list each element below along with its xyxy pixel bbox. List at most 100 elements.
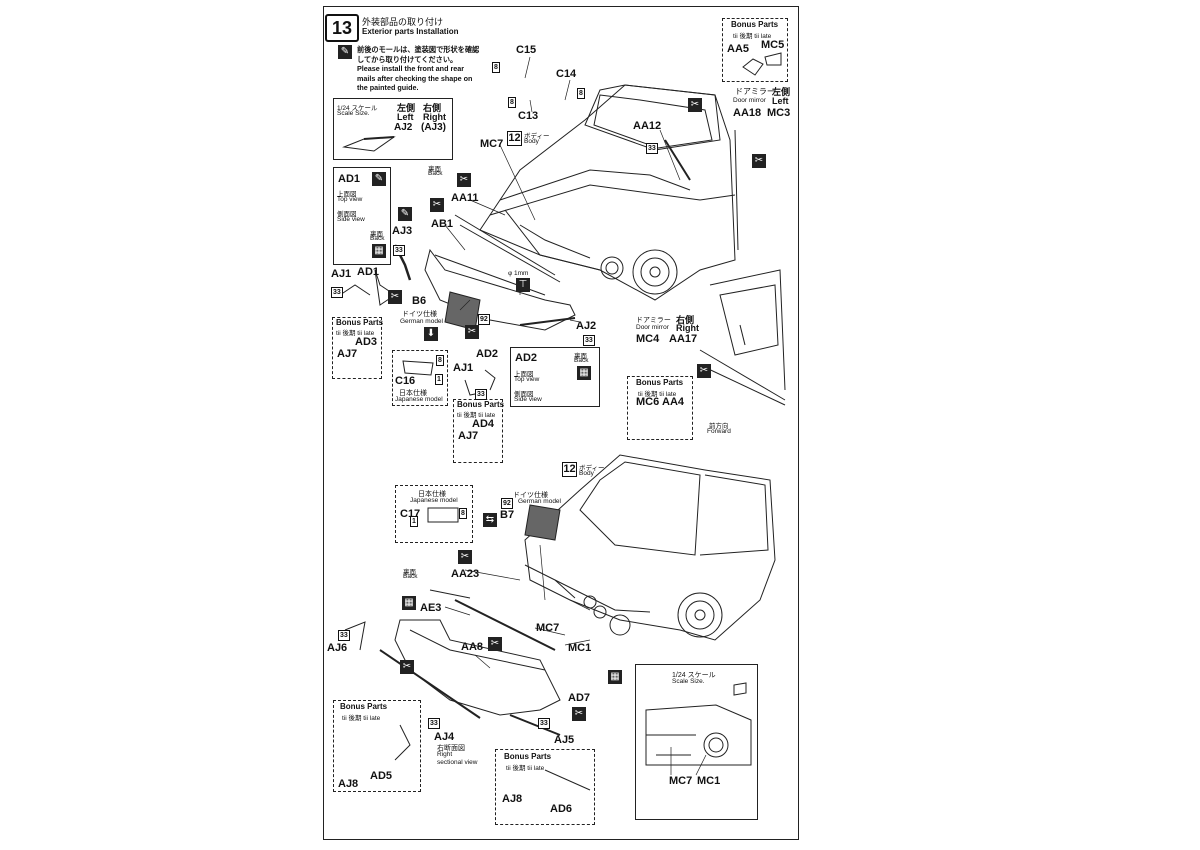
part-aj4: AJ4 xyxy=(434,731,455,743)
part-aa8: AA8 xyxy=(461,641,484,653)
mirror-left-side-en: Left xyxy=(772,96,789,106)
bonus-sub: tii 後期 tii late xyxy=(733,33,772,40)
side-car-drawing xyxy=(699,269,786,406)
glue-icon: ✂ xyxy=(388,290,402,304)
rear-japan-jp: 日本仕様 xyxy=(418,491,446,498)
mirror-right-side-jp: 右側 xyxy=(676,315,695,325)
bonus-mr-sub: tii 後期 tii late xyxy=(638,391,677,398)
mirror-left-side-jp: 左側 xyxy=(772,87,791,97)
bonus-box-ad3: Bonus Parts tii 後期 tii late AD3 AJ7 xyxy=(332,317,384,379)
rear-body-en: Body xyxy=(579,470,594,477)
part-aj3: AJ3 xyxy=(392,225,413,237)
rear-german-en: German model xyxy=(518,498,561,505)
paint-number: 33 xyxy=(338,630,350,641)
bonus-mr-title: Bonus Parts xyxy=(636,378,684,387)
mirror-right-jp: ドアミラー xyxy=(636,317,671,324)
bonus-ad6-sub: tii 後期 tii late xyxy=(506,765,545,772)
german-jp: ドイツ仕様 xyxy=(402,311,437,318)
part-aj8: AJ8 xyxy=(338,778,359,790)
mirror-left-en: Door mirror xyxy=(733,97,766,104)
b7-plate xyxy=(524,504,561,541)
ad1-side-en: Side view xyxy=(337,216,365,223)
part-mc3: MC3 xyxy=(767,107,791,119)
german-en: German model xyxy=(400,318,443,325)
part-aa5: AA5 xyxy=(727,43,750,55)
ad2-back-en: Back xyxy=(574,357,589,364)
ad2-top-en: Top view xyxy=(514,376,540,383)
ad2-side-jp: 側面図 xyxy=(514,391,534,398)
bonus-ad4-sub: tii 後期 tii late xyxy=(457,412,496,419)
rear-body-jp: ボディー xyxy=(579,465,605,472)
sect-en1: Right xyxy=(437,751,453,758)
part-aa12: AA12 xyxy=(633,120,662,132)
rear-japan-en: Japanese model xyxy=(410,497,458,504)
forward-en: Forward xyxy=(707,428,731,435)
part-ad5: AD5 xyxy=(370,770,393,782)
down-arrow-icon: ⬇ xyxy=(424,327,438,341)
paint-number: 8 xyxy=(577,88,585,99)
part-aj2: AJ2 xyxy=(576,320,597,332)
ad1-back-jp: 裏面 xyxy=(370,231,383,238)
paint-number: 8 xyxy=(508,97,516,108)
part-aj8-b: AJ8 xyxy=(502,793,523,805)
part-aj1: AJ1 xyxy=(331,268,352,280)
part-ad1: AD1 xyxy=(357,266,380,278)
left-en: Left xyxy=(397,112,414,122)
rear-car-drawing xyxy=(524,454,776,641)
glue-icon: ✂ xyxy=(488,637,502,651)
part-ad3: AD3 xyxy=(355,336,378,348)
ad1-detail-box: AD1 ✎ 上面図 Top view 側面図 Side view 裏面 Back… xyxy=(333,167,391,265)
body-en: Body xyxy=(524,138,539,145)
bonus-box-mirror: Bonus Parts tii 後期 tii late AA5 MC5 xyxy=(722,18,788,82)
glue-icon: ✂ xyxy=(572,707,586,721)
paint-number: 8 xyxy=(492,62,500,73)
japan-jp: 日本仕様 xyxy=(399,390,427,397)
paint-number: 33 xyxy=(538,718,550,729)
paint-icon: ✎ xyxy=(398,207,412,221)
part-aa17: AA17 xyxy=(669,333,698,345)
bonus-ad3-title: Bonus Parts xyxy=(336,318,384,327)
paint-number: 1 xyxy=(435,374,443,385)
glue-icon: ✂ xyxy=(697,364,711,378)
mirror-sketch xyxy=(742,52,782,76)
mirror-right-en: Door mirror xyxy=(636,324,669,331)
ad1-back-en: Back xyxy=(370,235,385,242)
ad1-top-en: Top view xyxy=(337,196,363,203)
part-mc4: MC4 xyxy=(636,333,660,345)
ad1-side-jp: 側面図 xyxy=(337,211,357,218)
ad2-top-jp: 上面図 xyxy=(514,371,534,378)
rear-german-jp: ドイツ仕様 xyxy=(513,492,548,499)
bonus-ad6-title: Bonus Parts xyxy=(504,752,552,761)
glue-icon: ✂ xyxy=(458,550,472,564)
step-number: 13 xyxy=(325,14,359,42)
note-jp: 前後のモールは、塗装図で形状を確認してから取り付けてください。 xyxy=(357,45,480,64)
scale-box-bottom: 1/24 スケール Scale Size. MC7 MC1 xyxy=(635,664,758,820)
part-mc7-bottom: MC7 xyxy=(669,775,693,787)
part-aa18: AA18 xyxy=(733,107,762,119)
scale-bottom-subtitle: Scale Size. xyxy=(672,678,705,685)
part-aj7: AJ7 xyxy=(337,348,358,360)
part-c16: C16 xyxy=(395,375,416,387)
scale-bottom-title: 1/24 スケール xyxy=(672,672,716,679)
ad2-back-paint-icon: ▦ xyxy=(577,366,591,380)
body-jp: ボディー xyxy=(524,133,550,140)
rear-plate-sketch xyxy=(427,507,459,523)
note-en: Please install the front and rear mails … xyxy=(357,64,473,93)
back-paint-icon: ▦ xyxy=(608,670,622,684)
body-number: 12 xyxy=(507,131,522,146)
part-c14: C14 xyxy=(556,68,577,80)
paint-number: 33 xyxy=(583,335,595,346)
step-title-jp: 外装部品の取り付け xyxy=(362,17,444,27)
front-back-en: Back xyxy=(428,170,443,177)
glue-icon: ✂ xyxy=(752,154,766,168)
drill-icon: ⊤ xyxy=(516,278,530,292)
bonus-box-ad6: Bonus Parts tii 後期 tii late AJ8 AD6 xyxy=(495,749,595,825)
mirror-right-side-en: Right xyxy=(676,323,699,333)
right-jp: 右側 xyxy=(423,103,442,113)
scale-subtitle: Scale Size. xyxy=(337,110,370,117)
bonus-box-ad4: Bonus Parts tii 後期 tii late AD4 AJ7 xyxy=(453,399,504,463)
paint-number: 33 xyxy=(646,143,658,154)
ad1-part: AD1 xyxy=(338,173,361,185)
scale-title: 1/24 スケール xyxy=(337,105,378,112)
bonus-box-ad5: Bonus Parts tii 後期 tii late AJ8 AD5 xyxy=(333,700,421,792)
